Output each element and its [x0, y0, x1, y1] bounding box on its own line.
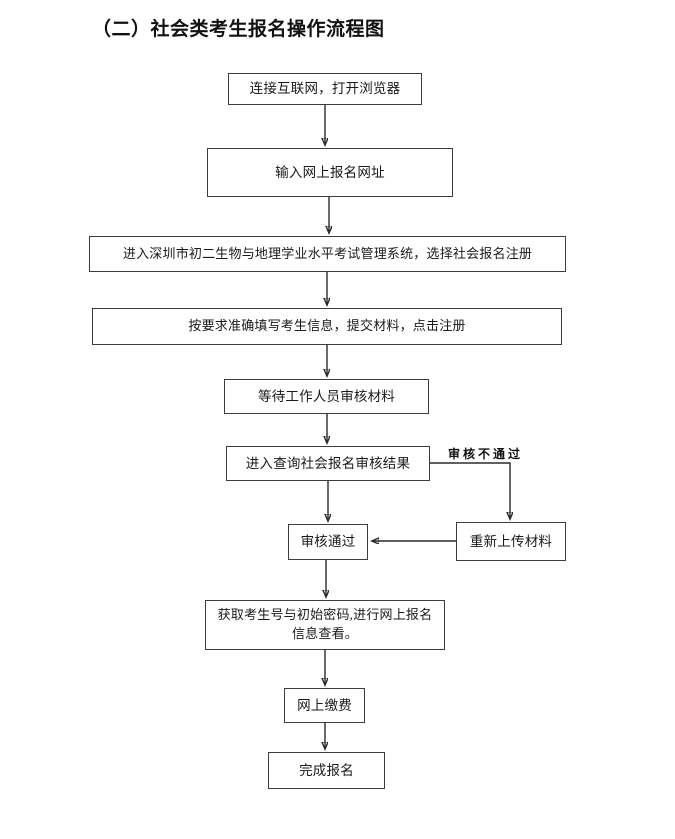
flow-node-connect-internet[interactable]: 连接互联网，打开浏览器: [228, 73, 422, 105]
flow-node-query-review-result[interactable]: 进入查询社会报名审核结果: [226, 446, 430, 481]
flow-node-reupload-materials[interactable]: 重新上传材料: [456, 522, 566, 561]
flow-node-review-approved[interactable]: 审核通过: [288, 524, 368, 560]
flow-node-online-payment[interactable]: 网上缴费: [284, 688, 365, 723]
flow-node-get-candidate-number[interactable]: 获取考生号与初始密码,进行网上报名信息查看。: [205, 600, 445, 650]
flow-node-enter-registration-url[interactable]: 输入网上报名网址: [207, 148, 453, 197]
flow-node-enter-exam-system[interactable]: 进入深圳市初二生物与地理学业水平考试管理系统，选择社会报名注册: [89, 236, 566, 272]
flow-node-wait-staff-review[interactable]: 等待工作人员审核材料: [224, 379, 429, 414]
edge-label-review-rejected: 审核不通过: [448, 447, 524, 461]
flow-node-fill-candidate-info[interactable]: 按要求准确填写考生信息，提交材料，点击注册: [92, 308, 562, 345]
flow-node-registration-complete[interactable]: 完成报名: [268, 752, 385, 789]
page-title: （二）社会类考生报名操作流程图: [92, 19, 385, 40]
connector-n6-n8-rejected: [430, 462, 510, 519]
